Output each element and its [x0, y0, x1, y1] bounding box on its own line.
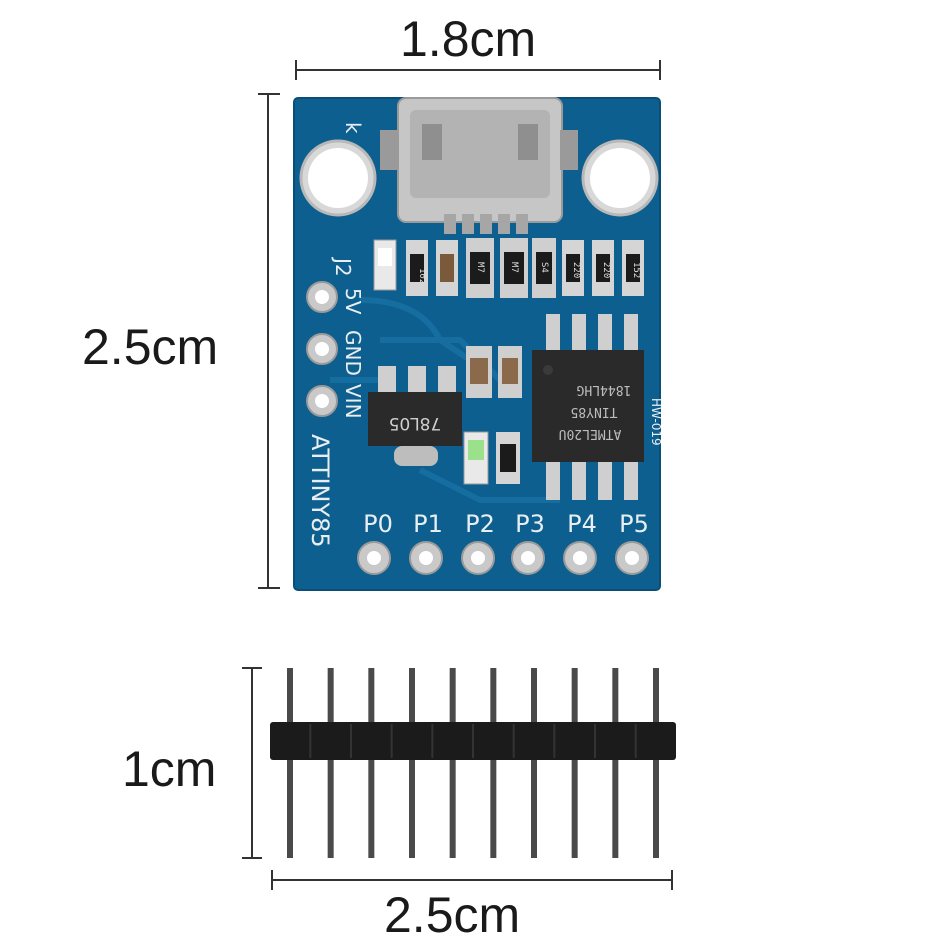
- svg-text:ATMEL20U: ATMEL20U: [559, 426, 622, 441]
- header-pin: [571, 668, 578, 858]
- silkscreen-vertical-labels: J2 5V GND VIN ATTINY85: [306, 256, 365, 548]
- pin-header: [270, 668, 676, 858]
- header-pin: [368, 668, 375, 858]
- header-pin: [653, 668, 659, 858]
- header-pin: [409, 668, 415, 858]
- svg-text:102: 102: [417, 268, 427, 284]
- svg-text:220: 220: [601, 262, 611, 278]
- voltage-regulator: 78L05: [368, 366, 462, 466]
- pin-label-vin: VIN: [341, 384, 365, 419]
- connector-label: J2: [331, 256, 355, 277]
- attiny85-chip: 1844LHG TINY85 ATMEL20U HW-019: [532, 314, 663, 500]
- smd-components-top: [373, 238, 644, 298]
- svg-text:M7: M7: [509, 262, 519, 273]
- board-model-label: ATTINY85: [306, 434, 334, 548]
- svg-text:M7: M7: [475, 262, 485, 273]
- header-pin: [612, 668, 619, 858]
- svg-text:1844LHG: 1844LHG: [576, 382, 631, 397]
- svg-text:152: 152: [631, 262, 641, 278]
- pin-label-p5: P5: [619, 510, 649, 538]
- svg-text:220: 220: [571, 262, 581, 278]
- regulator-marking: 78L05: [389, 413, 442, 433]
- header-pin: [327, 668, 334, 858]
- side-marking: HW-019: [649, 398, 663, 446]
- pin-label-gnd: GND: [341, 330, 365, 376]
- corner-mark: k: [341, 122, 365, 134]
- pin-label-p4: P4: [567, 510, 597, 538]
- io-pin-labels: P0 P1 P2 P3 P4 P5: [363, 510, 649, 538]
- power-pin-pads: [306, 281, 338, 417]
- pin-label-p2: P2: [465, 510, 495, 538]
- io-pin-pads: [357, 541, 649, 575]
- svg-text:TINY85: TINY85: [571, 404, 618, 419]
- header-width-label: 2.5cm: [384, 887, 521, 943]
- header-pin: [531, 668, 537, 858]
- board-width-label: 1.8cm: [400, 11, 537, 67]
- header-pin: [287, 668, 293, 858]
- pin-label-p1: P1: [413, 510, 443, 538]
- header-pin: [490, 668, 497, 858]
- mounting-holes: [299, 139, 659, 217]
- dimension-lines: [242, 60, 673, 890]
- pin-label-p0: P0: [363, 510, 393, 538]
- header-pin: [449, 668, 456, 858]
- svg-text:S4: S4: [539, 262, 549, 273]
- board-height-label: 2.5cm: [82, 319, 219, 375]
- smd-components-middle: [463, 346, 522, 485]
- micro-usb-connector: [380, 97, 578, 234]
- pin-label-5v: 5V: [341, 288, 365, 315]
- pin-label-p3: P3: [515, 510, 545, 538]
- header-height-label: 1cm: [122, 741, 217, 797]
